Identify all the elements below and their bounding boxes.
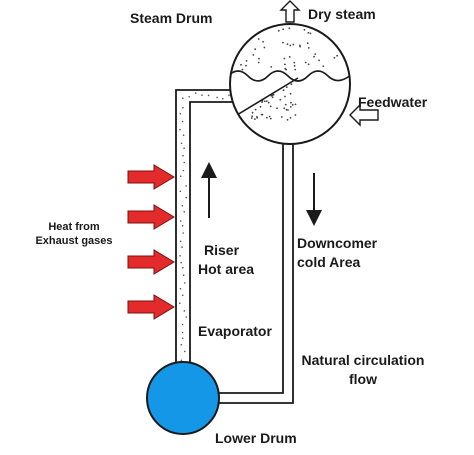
riser-label: Riser <box>204 242 240 258</box>
heat-arrow-icon <box>127 204 175 230</box>
natural-circulation-label: Natural circulation <box>301 352 425 368</box>
separator-baffle <box>231 77 299 119</box>
evaporator-label: Evaporator <box>198 323 272 339</box>
exhaust-gases-label: Exhaust gases <box>35 235 113 247</box>
lower-drum-label: Lower Drum <box>215 430 297 446</box>
dry-steam-label: Dry steam <box>308 6 376 22</box>
dry-steam-outlet-arrow-icon <box>279 0 301 23</box>
heat-arrow-icon <box>127 294 175 320</box>
heat-arrow-icon <box>127 164 175 190</box>
heat-arrows <box>127 164 175 320</box>
flow-label: flow <box>349 371 377 387</box>
steam-drum <box>229 23 351 145</box>
heat-arrow-icon <box>127 249 175 275</box>
cold-area-label: cold Area <box>297 254 361 270</box>
steam-drum-label: Steam Drum <box>130 10 213 26</box>
feedwater-inlet-arrow-icon <box>349 103 379 127</box>
lower-drum <box>146 361 220 435</box>
feedwater-label: Feedwater <box>358 94 428 110</box>
heat-from-label: Heat from <box>48 221 100 233</box>
downcomer-label: Downcomer <box>297 235 378 251</box>
hot-area-label: Hot area <box>198 261 255 277</box>
water-surface <box>230 70 350 82</box>
